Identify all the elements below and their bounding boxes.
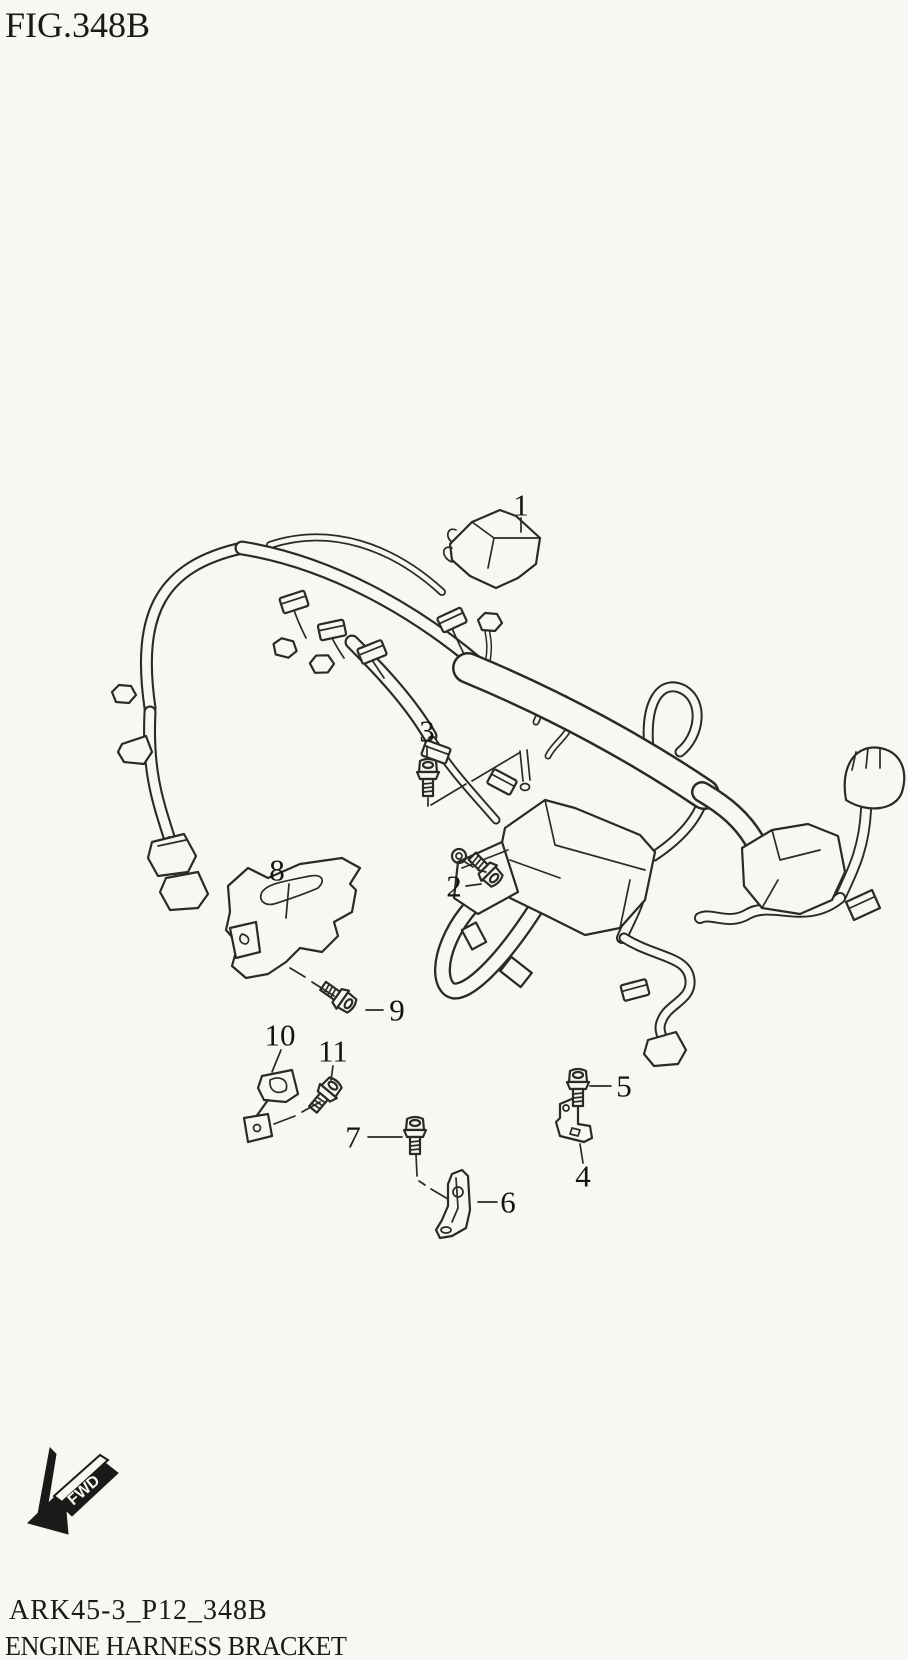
callout-5: 5 xyxy=(616,1068,632,1104)
callout-2: 2 xyxy=(446,868,462,904)
fwd-direction-marker: FWD xyxy=(27,1446,119,1535)
fastener-bolts xyxy=(303,757,591,1156)
callout-10: 10 xyxy=(264,1017,296,1053)
bolt-11 xyxy=(303,1072,347,1118)
part-10-clamp xyxy=(242,1068,300,1144)
fwd-arrow-top-face xyxy=(52,1453,110,1504)
right-module xyxy=(740,746,906,922)
figure-title: FIG.348B xyxy=(5,5,151,45)
harness-connectors xyxy=(110,589,688,1068)
bolt-7 xyxy=(402,1115,428,1156)
callout-1: 1 xyxy=(513,487,529,523)
bolt-3 xyxy=(415,757,441,798)
callout-7: 7 xyxy=(345,1119,361,1155)
bolt-9 xyxy=(315,975,361,1018)
part-6-bracket xyxy=(434,1168,472,1240)
callout-6: 6 xyxy=(500,1184,516,1220)
drawing-caption: ENGINE HARNESS BRACKET xyxy=(5,1631,347,1660)
callout-3: 3 xyxy=(419,713,435,749)
leader-lines xyxy=(271,517,612,1203)
part-1-connector-cover xyxy=(442,508,542,590)
ring-clamp xyxy=(450,847,468,865)
part-8-bracket xyxy=(224,856,362,980)
callout-11: 11 xyxy=(318,1033,348,1069)
callout-8: 8 xyxy=(269,852,285,888)
callout-9: 9 xyxy=(389,992,405,1028)
callout-4: 4 xyxy=(575,1158,591,1194)
drawing-code: ARK45-3_P12_348B xyxy=(9,1595,268,1626)
